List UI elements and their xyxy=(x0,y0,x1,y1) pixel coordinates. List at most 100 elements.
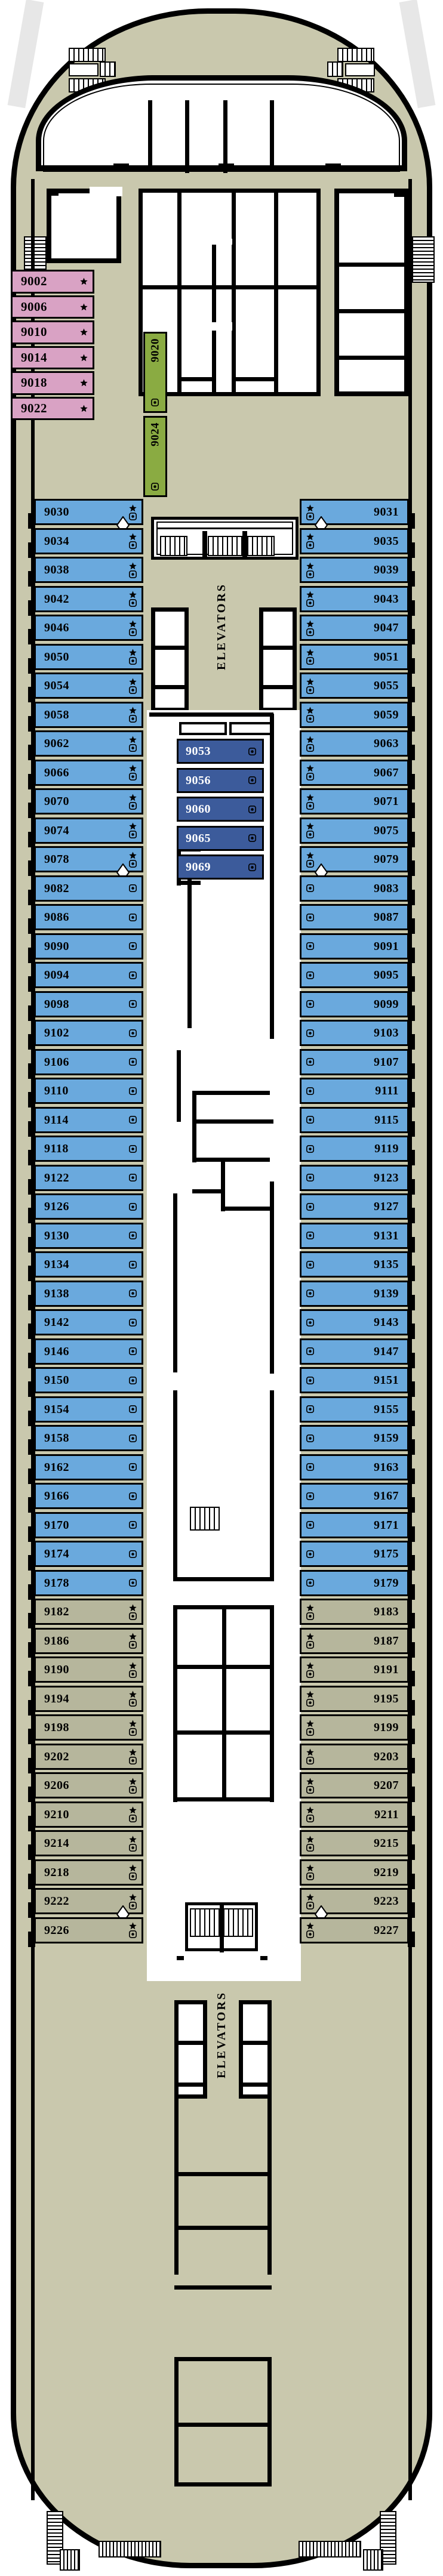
cabin-9134[interactable]: 9134 xyxy=(34,1251,143,1278)
cabin-9222[interactable]: 9222 xyxy=(34,1888,143,1914)
cabin-9118[interactable]: 9118 xyxy=(34,1136,143,1162)
cabin-9075[interactable]: 9075 xyxy=(300,817,409,844)
cabin-9142[interactable]: 9142 xyxy=(34,1309,143,1335)
cabin-9103[interactable]: 9103 xyxy=(300,1020,409,1046)
cabin-9059[interactable]: 9059 xyxy=(300,701,409,728)
cabin-9095[interactable]: 9095 xyxy=(300,962,409,988)
cabin-9122[interactable]: 9122 xyxy=(34,1164,143,1191)
cabin-9047[interactable]: 9047 xyxy=(300,615,409,641)
cabin-9206[interactable]: 9206 xyxy=(34,1772,143,1798)
cabin-9210[interactable]: 9210 xyxy=(34,1801,143,1828)
cabin-9170[interactable]: 9170 xyxy=(34,1511,143,1538)
cabin-9050[interactable]: 9050 xyxy=(34,643,143,670)
cabin-9178[interactable]: 9178 xyxy=(34,1569,143,1596)
cabin-9198[interactable]: 9198 xyxy=(34,1714,143,1741)
cabin-9062[interactable]: 9062 xyxy=(34,730,143,757)
cabin-9162[interactable]: 9162 xyxy=(34,1454,143,1480)
cabin-9018[interactable]: 9018 xyxy=(11,371,94,395)
cabin-9202[interactable]: 9202 xyxy=(34,1743,143,1770)
cabin-9034[interactable]: 9034 xyxy=(34,527,143,554)
cabin-9090[interactable]: 9090 xyxy=(34,933,143,960)
cabin-9127[interactable]: 9127 xyxy=(300,1193,409,1220)
cabin-9020[interactable]: 9020 xyxy=(143,332,167,413)
cabin-9010[interactable]: 9010 xyxy=(11,320,94,344)
cabin-9174[interactable]: 9174 xyxy=(34,1541,143,1567)
cabin-9171[interactable]: 9171 xyxy=(300,1511,409,1538)
cabin-9107[interactable]: 9107 xyxy=(300,1048,409,1075)
cabin-9071[interactable]: 9071 xyxy=(300,788,409,815)
cabin-9223[interactable]: 9223 xyxy=(300,1888,409,1914)
cabin-9043[interactable]: 9043 xyxy=(300,585,409,612)
cabin-9183[interactable]: 9183 xyxy=(300,1599,409,1625)
cabin-9091[interactable]: 9091 xyxy=(300,933,409,960)
cabin-9199[interactable]: 9199 xyxy=(300,1714,409,1741)
cabin-9226[interactable]: 9226 xyxy=(34,1917,143,1943)
cabin-9114[interactable]: 9114 xyxy=(34,1106,143,1133)
cabin-9035[interactable]: 9035 xyxy=(300,527,409,554)
cabin-9147[interactable]: 9147 xyxy=(300,1338,409,1365)
cabin-9150[interactable]: 9150 xyxy=(34,1367,143,1393)
cabin-9126[interactable]: 9126 xyxy=(34,1193,143,1220)
cabin-9086[interactable]: 9086 xyxy=(34,904,143,930)
cabin-9069[interactable]: 9069 xyxy=(177,854,264,880)
cabin-9227[interactable]: 9227 xyxy=(300,1917,409,1943)
cabin-9098[interactable]: 9098 xyxy=(34,991,143,1017)
cabin-9218[interactable]: 9218 xyxy=(34,1859,143,1886)
cabin-9135[interactable]: 9135 xyxy=(300,1251,409,1278)
cabin-9054[interactable]: 9054 xyxy=(34,672,143,699)
cabin-9039[interactable]: 9039 xyxy=(300,557,409,583)
cabin-9155[interactable]: 9155 xyxy=(300,1396,409,1423)
cabin-9038[interactable]: 9038 xyxy=(34,557,143,583)
cabin-9211[interactable]: 9211 xyxy=(300,1801,409,1828)
cabin-9130[interactable]: 9130 xyxy=(34,1222,143,1249)
cabin-9111[interactable]: 9111 xyxy=(300,1078,409,1104)
cabin-9215[interactable]: 9215 xyxy=(300,1830,409,1856)
cabin-9056[interactable]: 9056 xyxy=(177,767,264,793)
cabin-9060[interactable]: 9060 xyxy=(177,797,264,822)
cabin-9123[interactable]: 9123 xyxy=(300,1164,409,1191)
cabin-9053[interactable]: 9053 xyxy=(177,739,264,764)
cabin-9207[interactable]: 9207 xyxy=(300,1772,409,1798)
cabin-9006[interactable]: 9006 xyxy=(11,295,94,319)
cabin-9131[interactable]: 9131 xyxy=(300,1222,409,1249)
cabin-9099[interactable]: 9099 xyxy=(300,991,409,1017)
cabin-9151[interactable]: 9151 xyxy=(300,1367,409,1393)
cabin-9191[interactable]: 9191 xyxy=(300,1656,409,1683)
cabin-9175[interactable]: 9175 xyxy=(300,1541,409,1567)
cabin-9194[interactable]: 9194 xyxy=(34,1685,143,1712)
cabin-9139[interactable]: 9139 xyxy=(300,1280,409,1307)
cabin-9046[interactable]: 9046 xyxy=(34,615,143,641)
cabin-9167[interactable]: 9167 xyxy=(300,1483,409,1509)
cabin-9163[interactable]: 9163 xyxy=(300,1454,409,1480)
cabin-9187[interactable]: 9187 xyxy=(300,1627,409,1654)
cabin-9024[interactable]: 9024 xyxy=(143,416,167,497)
cabin-9102[interactable]: 9102 xyxy=(34,1020,143,1046)
cabin-9110[interactable]: 9110 xyxy=(34,1078,143,1104)
cabin-9106[interactable]: 9106 xyxy=(34,1048,143,1075)
cabin-9154[interactable]: 9154 xyxy=(34,1396,143,1423)
cabin-9182[interactable]: 9182 xyxy=(34,1599,143,1625)
cabin-9143[interactable]: 9143 xyxy=(300,1309,409,1335)
cabin-9087[interactable]: 9087 xyxy=(300,904,409,930)
cabin-9066[interactable]: 9066 xyxy=(34,759,143,786)
cabin-9138[interactable]: 9138 xyxy=(34,1280,143,1307)
cabin-9082[interactable]: 9082 xyxy=(34,875,143,902)
cabin-9186[interactable]: 9186 xyxy=(34,1627,143,1654)
cabin-9058[interactable]: 9058 xyxy=(34,701,143,728)
cabin-9042[interactable]: 9042 xyxy=(34,585,143,612)
cabin-9002[interactable]: 9002 xyxy=(11,270,94,294)
cabin-9115[interactable]: 9115 xyxy=(300,1106,409,1133)
cabin-9190[interactable]: 9190 xyxy=(34,1656,143,1683)
cabin-9083[interactable]: 9083 xyxy=(300,875,409,902)
cabin-9219[interactable]: 9219 xyxy=(300,1859,409,1886)
cabin-9070[interactable]: 9070 xyxy=(34,788,143,815)
cabin-9067[interactable]: 9067 xyxy=(300,759,409,786)
cabin-9195[interactable]: 9195 xyxy=(300,1685,409,1712)
cabin-9203[interactable]: 9203 xyxy=(300,1743,409,1770)
cabin-9179[interactable]: 9179 xyxy=(300,1569,409,1596)
cabin-9214[interactable]: 9214 xyxy=(34,1830,143,1856)
cabin-9158[interactable]: 9158 xyxy=(34,1425,143,1451)
cabin-9022[interactable]: 9022 xyxy=(11,396,94,420)
cabin-9014[interactable]: 9014 xyxy=(11,345,94,369)
cabin-9063[interactable]: 9063 xyxy=(300,730,409,757)
